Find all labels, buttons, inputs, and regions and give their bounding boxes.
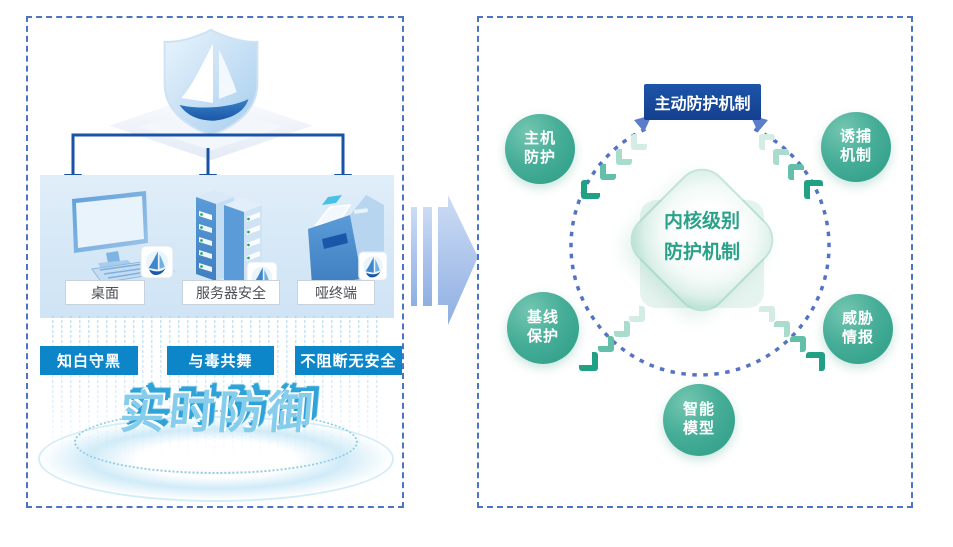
node-baseline-line1: 基线 bbox=[526, 309, 559, 327]
chevron-decoration bbox=[759, 306, 775, 322]
chevron-decoration bbox=[598, 336, 614, 352]
node-host-line2: 防护 bbox=[523, 149, 556, 166]
slogan-banner-3: 不阻断无安全 bbox=[295, 346, 402, 375]
server-icon bbox=[196, 190, 278, 293]
fast-forward-bar-1 bbox=[411, 207, 417, 306]
chevron-decoration bbox=[629, 306, 645, 322]
chevron-decoration bbox=[581, 180, 600, 199]
node-model-line1: 智能 bbox=[682, 401, 715, 419]
node-trap-mechanism: 诱捕 机制 bbox=[821, 112, 891, 182]
panel-endpoint-coverage: 桌面 服务器安全 哑终端 知白守黑 与毒共舞 不阻断无安全 实时防御 bbox=[26, 16, 404, 508]
fast-forward-bar-2 bbox=[423, 207, 432, 306]
node-intelligent-model: 智能 模型 bbox=[663, 384, 735, 456]
chevron-decoration bbox=[790, 336, 806, 352]
node-threat-line1: 威胁 bbox=[841, 310, 874, 328]
chevron-decoration bbox=[773, 149, 789, 165]
device-label-server-security: 服务器安全 bbox=[182, 280, 280, 305]
chevron-decoration bbox=[614, 321, 630, 337]
node-trap-line1: 诱捕 bbox=[839, 128, 872, 146]
node-threat-intelligence: 威胁 情报 bbox=[823, 294, 893, 364]
slogan-banner-1: 知白守黑 bbox=[40, 346, 138, 375]
active-protection-box: 主动防护机制 bbox=[644, 84, 761, 120]
chevron-decoration bbox=[788, 164, 804, 180]
desktop-icon bbox=[72, 191, 176, 284]
device-label-dumb-terminal: 哑终端 bbox=[297, 280, 375, 305]
dumb-terminal-icon bbox=[308, 195, 388, 285]
slogan-banner-2: 与毒共舞 bbox=[167, 346, 274, 375]
device-label-desktop: 桌面 bbox=[65, 280, 145, 305]
node-model-line2: 模型 bbox=[682, 420, 715, 437]
chevron-decoration bbox=[774, 321, 790, 337]
kernel-label-line2: 防护机制 bbox=[663, 242, 740, 264]
node-threat-line2: 情报 bbox=[841, 329, 874, 346]
chevron-decoration bbox=[759, 134, 775, 150]
chevron-decoration bbox=[804, 180, 823, 199]
panel-kernel-protection: 主动防护机制 内核级别 防护机制 主机 防护 诱捕 机制 bbox=[477, 16, 913, 508]
chevron-decoration bbox=[579, 352, 598, 371]
node-baseline-protection: 基线 保护 bbox=[507, 292, 579, 364]
kernel-label-line1: 内核级别 bbox=[663, 211, 740, 232]
chevron-decoration bbox=[631, 134, 647, 150]
chevron-decoration bbox=[616, 149, 632, 165]
chevron-decoration bbox=[806, 352, 825, 371]
chevron-decoration bbox=[600, 164, 616, 180]
kernel-protection-label: 内核级别 防护机制 bbox=[627, 206, 777, 269]
realtime-defense-headline: 实时防御 bbox=[117, 387, 319, 438]
node-host-line1: 主机 bbox=[523, 130, 556, 148]
node-baseline-line2: 保护 bbox=[526, 328, 559, 345]
node-host-protection: 主机 防护 bbox=[505, 114, 575, 184]
node-trap-line2: 机制 bbox=[839, 147, 872, 164]
fast-forward-arrow-icon bbox=[438, 195, 478, 325]
shield-sailboat-icon bbox=[109, 28, 313, 161]
platform-dotted-ring bbox=[74, 410, 358, 474]
